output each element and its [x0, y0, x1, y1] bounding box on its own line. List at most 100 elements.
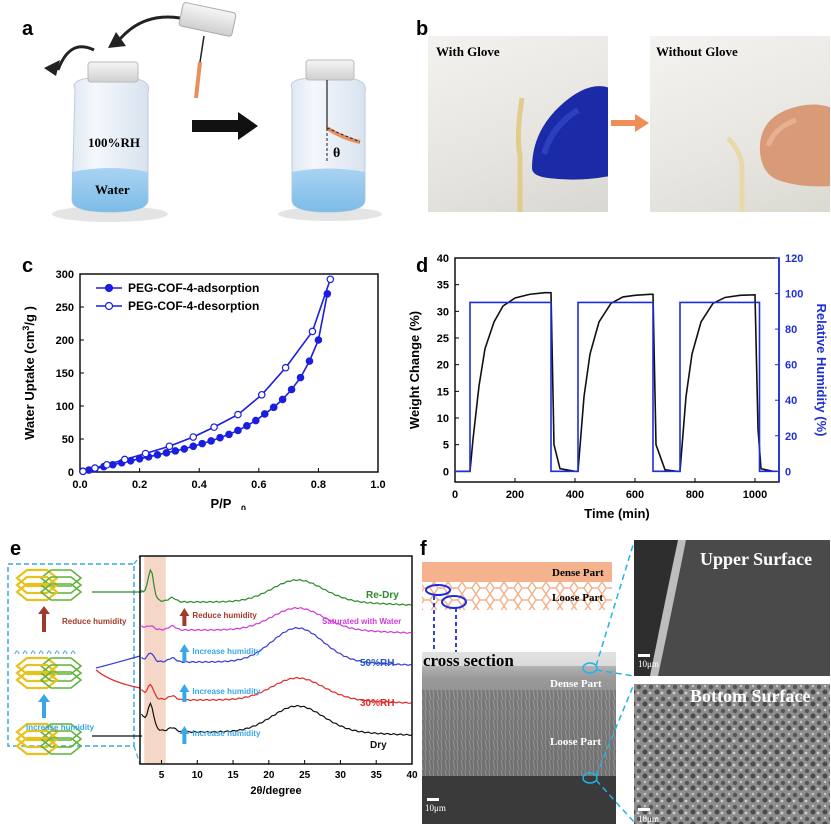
sem-loose-label: Loose Part — [550, 736, 602, 748]
data-point — [305, 357, 314, 365]
cof-stack-icon — [15, 722, 83, 756]
panel-label-a: a — [22, 18, 34, 40]
y-right-tick-label: 60 — [785, 360, 797, 372]
panel-f-graphics — [422, 540, 830, 824]
curved-arrow-icon-2 — [114, 15, 181, 45]
y-right-axis-label: Relative Humidity (%) — [814, 304, 829, 437]
data-point — [198, 439, 206, 448]
data-point — [103, 460, 111, 469]
humidity-arrow-icon — [179, 726, 190, 744]
hex-layer-2 — [39, 671, 83, 689]
hex-layer — [15, 656, 59, 676]
data-point — [252, 416, 260, 425]
x-tick-label: 0.0 — [72, 479, 87, 491]
water-strand — [38, 650, 44, 655]
legend-marker — [104, 301, 114, 311]
data-point — [260, 410, 269, 418]
humidity-arrow-icon — [179, 684, 190, 702]
box-connector — [133, 745, 141, 765]
panel-a-schematic — [44, 2, 382, 222]
humidity-annotation: Increase humidity — [192, 687, 261, 696]
data-point — [243, 422, 251, 430]
x-tick-label: 0.2 — [132, 479, 147, 491]
data-point — [287, 385, 296, 394]
data-point — [281, 363, 290, 372]
arrowhead-icon — [44, 60, 60, 76]
data-point — [162, 449, 171, 457]
data-point — [171, 447, 180, 455]
plot-frame — [139, 555, 413, 765]
scale-bar-main: 10μm — [425, 803, 446, 813]
x-axis-label-sub: 0 — [241, 504, 246, 510]
hex-layer-2 — [39, 737, 83, 755]
bottom-surface-label: Bottom Surface — [690, 686, 811, 706]
left-increase-label: Increase humidity — [26, 723, 95, 732]
curve-label: 50%RH — [360, 658, 394, 669]
data-point — [165, 442, 174, 451]
x-tick-label: 5 — [159, 770, 165, 781]
y-tick-label: 40 — [437, 253, 449, 265]
upper-surface-label: Upper Surface — [700, 549, 813, 569]
schematic-dense-layer — [422, 562, 612, 582]
water-strand — [62, 650, 68, 655]
curve-label: Saturated with Water — [322, 617, 401, 626]
data-point — [314, 336, 323, 344]
schematic-box — [7, 563, 135, 747]
process-arrow-icon — [192, 112, 258, 140]
left-reduce-label: Reduce humidity — [62, 617, 127, 626]
arrowhead-icon-2 — [108, 32, 126, 48]
data-point — [308, 327, 317, 336]
film-strip — [194, 61, 202, 99]
data-point — [326, 275, 335, 284]
data-point — [91, 464, 99, 472]
sem-dense-label: Dense Part — [550, 678, 602, 690]
x-tick-label: 800 — [686, 489, 704, 501]
x-tick-label: 1000 — [743, 489, 767, 501]
y-tick-label: 5 — [443, 440, 449, 452]
without-glove-caption: Without Glove — [656, 44, 738, 59]
x-tick-label: 1.0 — [370, 479, 385, 491]
data-point — [296, 373, 305, 382]
holder-rod — [199, 35, 205, 63]
box-connector — [133, 555, 141, 565]
film-sample — [515, 97, 525, 212]
data-point — [278, 395, 287, 404]
theta-label: θ — [333, 146, 341, 161]
clip-holder — [178, 2, 237, 37]
x-tick-label: 15 — [227, 770, 239, 781]
y-tick-label: 50 — [62, 434, 74, 446]
data-point — [257, 390, 266, 399]
y-tick-label: 30 — [437, 306, 449, 318]
cof-stack-icon — [14, 650, 83, 690]
curve-label: 30%RH — [360, 698, 394, 709]
data-point — [189, 433, 198, 441]
x-tick-label: 0.4 — [192, 479, 208, 491]
series-line-1 — [455, 291, 774, 473]
y-tick-label: 35 — [437, 280, 449, 292]
humidity-arrow-icon — [179, 608, 190, 626]
hex-layer — [15, 729, 59, 749]
hex-layer-2 — [39, 664, 83, 682]
xrd-curve-3 — [141, 626, 412, 667]
water-strand — [14, 650, 20, 655]
increase-arrow-icon — [38, 694, 50, 718]
arrow-right-icon — [611, 114, 649, 132]
humidity-annotation: Increase humidity — [192, 729, 261, 738]
hex-layer — [15, 663, 59, 683]
schematic-dense-label: Dense Part — [552, 567, 604, 579]
hex-layer-2 — [39, 576, 83, 594]
cof-stack-icon — [15, 568, 83, 602]
humidity-arrow-icon — [179, 644, 190, 662]
series-line-2 — [455, 301, 778, 473]
x-tick-label: 20 — [263, 770, 275, 781]
hex-layer — [15, 736, 59, 756]
curve-label: Re-Dry — [366, 590, 399, 601]
xrd-curve-4 — [141, 606, 412, 634]
x-tick-label: 200 — [506, 489, 524, 501]
scale-bar-bottom: 10μm — [638, 814, 659, 824]
jar-cap — [87, 61, 139, 83]
hex-layer-2 — [39, 583, 83, 601]
photo-without-glove — [650, 36, 830, 212]
x-tick-label: 0.8 — [311, 479, 326, 491]
y-tick-label: 250 — [56, 302, 74, 314]
